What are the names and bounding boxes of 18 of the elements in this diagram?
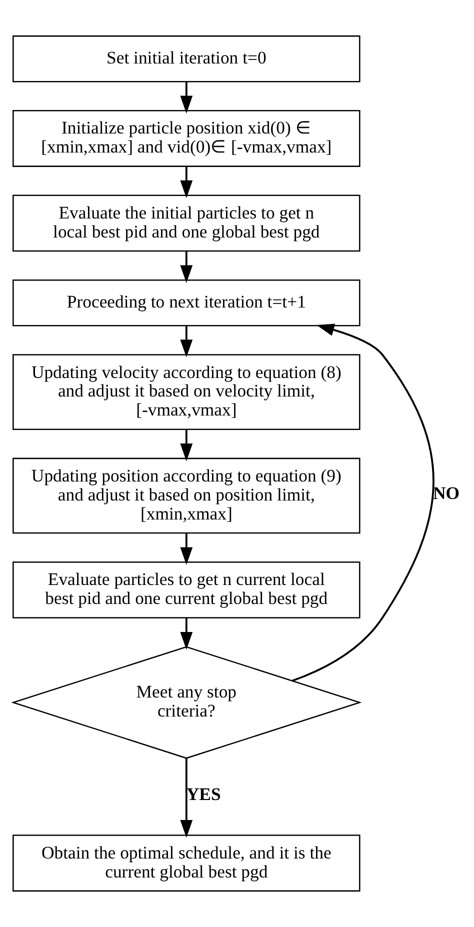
arrow xyxy=(180,758,193,838)
node-box: Initialize particle position xid(0) ∈ [xmin,xmax] and vid(0)∈ [-vmax,vmax] xyxy=(12,110,360,167)
node-box: Evaluate particles to get n current local best pid and one current global best pgd xyxy=(12,562,360,618)
arrow xyxy=(180,533,193,565)
node-box: Proceeding to next iteration t=t+1 xyxy=(12,280,360,326)
arrow xyxy=(180,618,193,650)
arrow xyxy=(180,326,193,358)
node-diamond: Meet any stop criteria? xyxy=(11,646,362,759)
arrow xyxy=(180,166,193,198)
node-box: Obtain the optimal schedule, and it is the current global best pgd xyxy=(12,834,360,892)
node-box: Evaluate the initial particles to get n local best pid and one global best pgd xyxy=(12,194,360,252)
arrow xyxy=(292,324,434,682)
arrow xyxy=(180,430,193,462)
arrow xyxy=(180,82,193,114)
node-box: Updating velocity according to equation (8) and adjust it based on velocity limit, [-vmax,vmax] xyxy=(12,354,360,430)
node-box: Set initial iteration t=0 xyxy=(12,35,360,82)
arrow xyxy=(180,251,193,283)
node-box: Updating position according to equation (9) and adjust it based on position limit, [xmin,xmax] xyxy=(12,458,360,534)
